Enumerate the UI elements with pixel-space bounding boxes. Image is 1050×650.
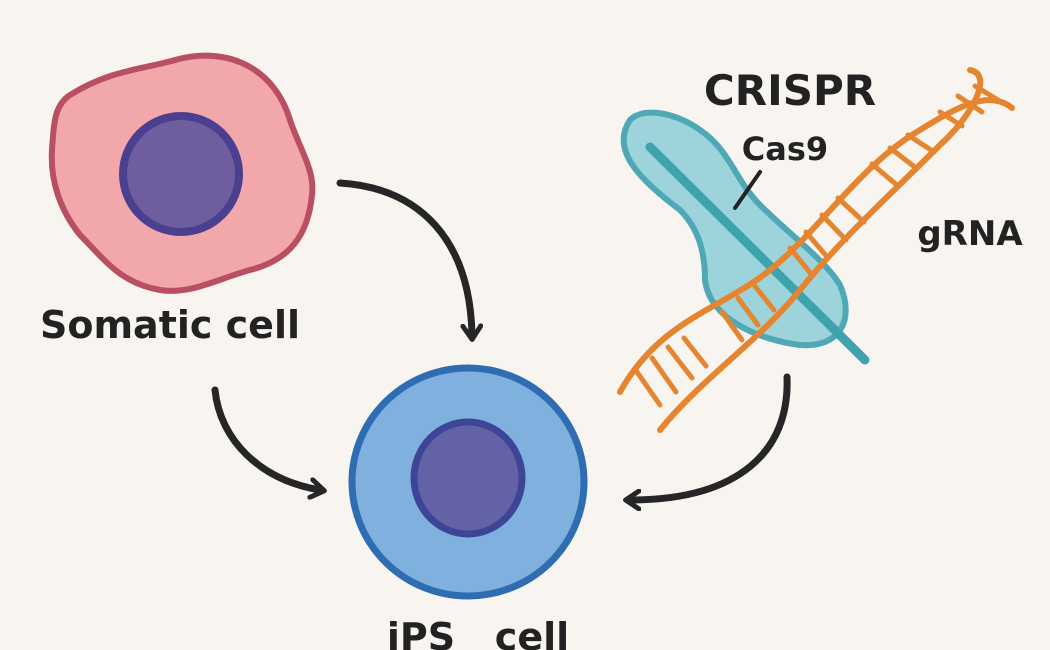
grna-label: gRNA bbox=[917, 214, 1023, 254]
ips-cell bbox=[348, 364, 588, 600]
dna-backbone-b bbox=[657, 67, 984, 433]
arrow-crispr-to-ips bbox=[630, 373, 791, 500]
ips-cell-label: iPS cell bbox=[387, 615, 569, 650]
arrow-somatic-to-ips-left bbox=[211, 386, 320, 490]
crispr-label: CRISPR bbox=[704, 66, 876, 115]
grna-strand bbox=[645, 142, 870, 365]
somatic-nucleus bbox=[119, 112, 243, 236]
cas9-label: Cas9 bbox=[742, 130, 828, 168]
arrow-somatic-to-ips-top bbox=[336, 179, 472, 335]
dna-helix bbox=[617, 67, 1015, 433]
somatic-cell bbox=[48, 52, 316, 294]
dna-rungs bbox=[634, 83, 1001, 408]
cas9-leader-line bbox=[733, 170, 762, 210]
ips-nucleus bbox=[410, 418, 526, 538]
somatic-cell-label: Somatic cell bbox=[40, 303, 300, 347]
cas9-protein bbox=[620, 109, 870, 365]
